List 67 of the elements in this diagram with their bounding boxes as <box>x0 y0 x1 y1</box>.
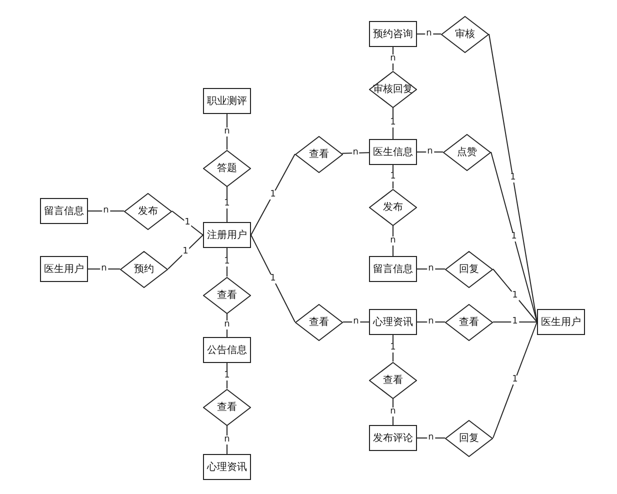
connector-line <box>492 268 538 322</box>
edge-label: 1 <box>511 291 519 300</box>
edge-label: 1 <box>184 218 192 228</box>
edge-label: 1 <box>511 318 519 326</box>
entity-box: 心理资讯 <box>203 454 251 480</box>
relationship-diamond: 预约 <box>120 250 168 288</box>
relationship-diamond: 审核 <box>441 16 489 52</box>
relationship-diamond: 查看 <box>369 362 417 398</box>
edge-label: n <box>389 407 397 416</box>
edge-label: 1 <box>182 248 190 256</box>
relationship-diamond: 查看 <box>203 388 251 426</box>
connector-line <box>416 268 446 270</box>
edge-label: n <box>352 318 360 326</box>
connector-line <box>250 234 296 322</box>
entity-box: 留言信息 <box>369 256 417 282</box>
connector-line <box>226 114 228 150</box>
edge-label: n <box>427 434 435 442</box>
entity-box: 职业测评 <box>203 88 251 114</box>
edge-label: n <box>102 206 110 216</box>
edge-label: 1 <box>511 376 519 384</box>
connector-line <box>492 322 538 438</box>
entity-box: 公告信息 <box>203 337 251 363</box>
edge-label: 1 <box>269 190 277 199</box>
relationship-diamond: 回复 <box>445 420 493 456</box>
edge-label: n <box>223 435 231 444</box>
edge-label: 1 <box>269 274 277 283</box>
entity-box: 医生用户 <box>40 256 88 282</box>
connector-line <box>490 152 538 322</box>
entity-box: 医生用户 <box>537 309 585 335</box>
connector-line <box>88 268 120 270</box>
relationship-diamond: 查看 <box>445 304 493 340</box>
entity-box: 预约咨询 <box>369 21 417 47</box>
edge-label: n <box>426 148 434 156</box>
edge-label: n <box>100 264 108 274</box>
relationship-diamond: 点赞 <box>443 134 491 170</box>
connector-line <box>168 234 204 270</box>
entity-box: 心理资讯 <box>369 309 417 335</box>
relationship-diamond: 查看 <box>295 136 343 172</box>
relationship-diamond: 发布 <box>124 192 172 230</box>
relationship-diamond: 答题 <box>203 150 251 186</box>
connector-line <box>392 398 394 426</box>
entity-box: 留言信息 <box>40 198 88 224</box>
edge-label: n <box>352 148 360 158</box>
edge-label: n <box>223 127 231 136</box>
connector-line <box>88 210 124 212</box>
entity-box: 注册用户 <box>203 222 251 248</box>
edge-label: 1 <box>510 232 518 242</box>
relationship-diamond: 审核回复 <box>369 70 417 108</box>
edge-label: n <box>427 264 435 274</box>
edge-label: n <box>389 236 397 246</box>
connector-line <box>250 154 296 236</box>
relationship-diamond: 发布 <box>369 188 417 226</box>
edge-label: n <box>223 320 231 330</box>
connector-line <box>172 210 204 236</box>
connector-line <box>392 46 394 71</box>
edge-label: 1 <box>509 174 517 182</box>
relationship-diamond: 查看 <box>203 276 251 314</box>
connector-line <box>392 225 394 256</box>
connector-line <box>226 313 228 338</box>
edge-label: n <box>427 318 435 326</box>
connector-line <box>226 425 228 454</box>
entity-box: 发布评论 <box>369 425 417 451</box>
relationship-diamond: 回复 <box>445 250 493 288</box>
entity-box: 医生信息 <box>369 139 417 165</box>
relationship-diamond: 查看 <box>295 304 343 340</box>
edge-label: n <box>425 30 433 38</box>
edge-label: n <box>389 54 397 64</box>
